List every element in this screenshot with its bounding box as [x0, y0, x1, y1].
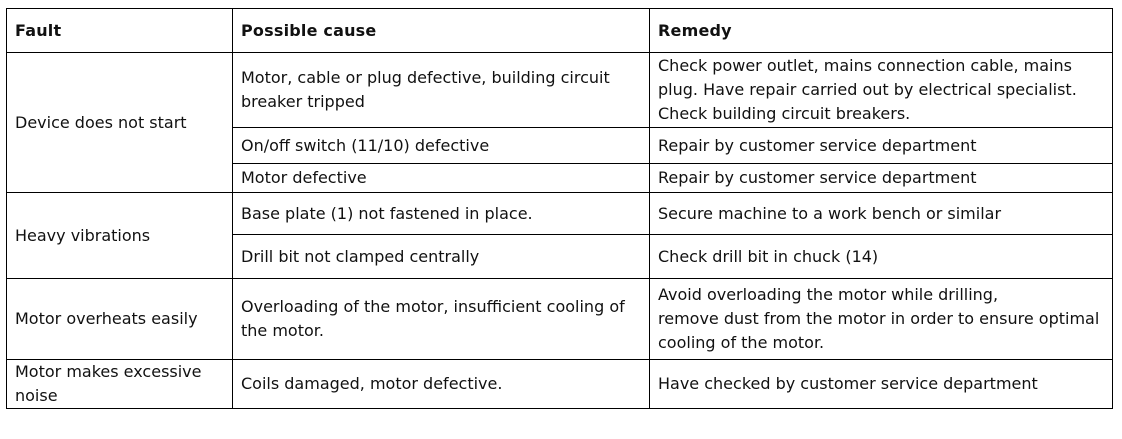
fault-cell: Motor overheats easily — [6, 278, 233, 360]
table-header-row: Fault Possible cause Remedy — [6, 8, 1113, 53]
table-row: Motor makes excessive noise Coils damage… — [6, 359, 1113, 409]
cause-cell: Coils damaged, motor defective. — [232, 359, 650, 409]
remedy-cell: Repair by customer service department — [649, 127, 1113, 164]
troubleshooting-table: Fault Possible cause Remedy Device does … — [6, 8, 1113, 409]
remedy-cell: Repair by customer service department — [649, 163, 1113, 193]
table-row: On/off switch (11/10) defective Repair b… — [7, 127, 1113, 164]
fault-cell: Motor makes excessive noise — [6, 359, 233, 409]
remedy-cell: Have checked by customer service departm… — [649, 359, 1113, 409]
column-header-possible-cause: Possible cause — [232, 8, 650, 53]
troubleshooting-table-container: Fault Possible cause Remedy Device does … — [6, 8, 1113, 409]
cause-cell: Base plate (1) not fastened in place. — [232, 192, 650, 235]
table-row: Heavy vibrations Base plate (1) not fast… — [6, 192, 1113, 279]
table-row: Motor defective Repair by customer servi… — [7, 163, 1113, 193]
column-header-remedy: Remedy — [649, 8, 1113, 53]
remedy-cell: Secure machine to a work bench or simila… — [649, 192, 1113, 235]
table-row: Device does not start Motor, cable or pl… — [6, 52, 1113, 193]
cause-cell: Motor, cable or plug defective, building… — [232, 52, 650, 128]
cause-cell: On/off switch (11/10) defective — [232, 127, 650, 164]
remedy-cell: Check drill bit in chuck (14) — [649, 234, 1113, 279]
fault-cell: Heavy vibrations — [6, 192, 233, 279]
column-header-fault: Fault — [6, 8, 233, 53]
cause-cell: Motor defective — [232, 163, 650, 193]
table-row: Motor overheats easily Overloading of th… — [6, 278, 1113, 360]
cause-cell: Drill bit not clamped centrally — [232, 234, 650, 279]
remedy-cell: Avoid overloading the motor while drilli… — [649, 278, 1113, 360]
table-row: Drill bit not clamped centrally Check dr… — [7, 234, 1113, 279]
cause-cell: Overloading of the motor, insufficient c… — [232, 278, 650, 360]
fault-cell: Device does not start — [6, 52, 233, 193]
remedy-cell: Check power outlet, mains connection cab… — [649, 52, 1113, 128]
